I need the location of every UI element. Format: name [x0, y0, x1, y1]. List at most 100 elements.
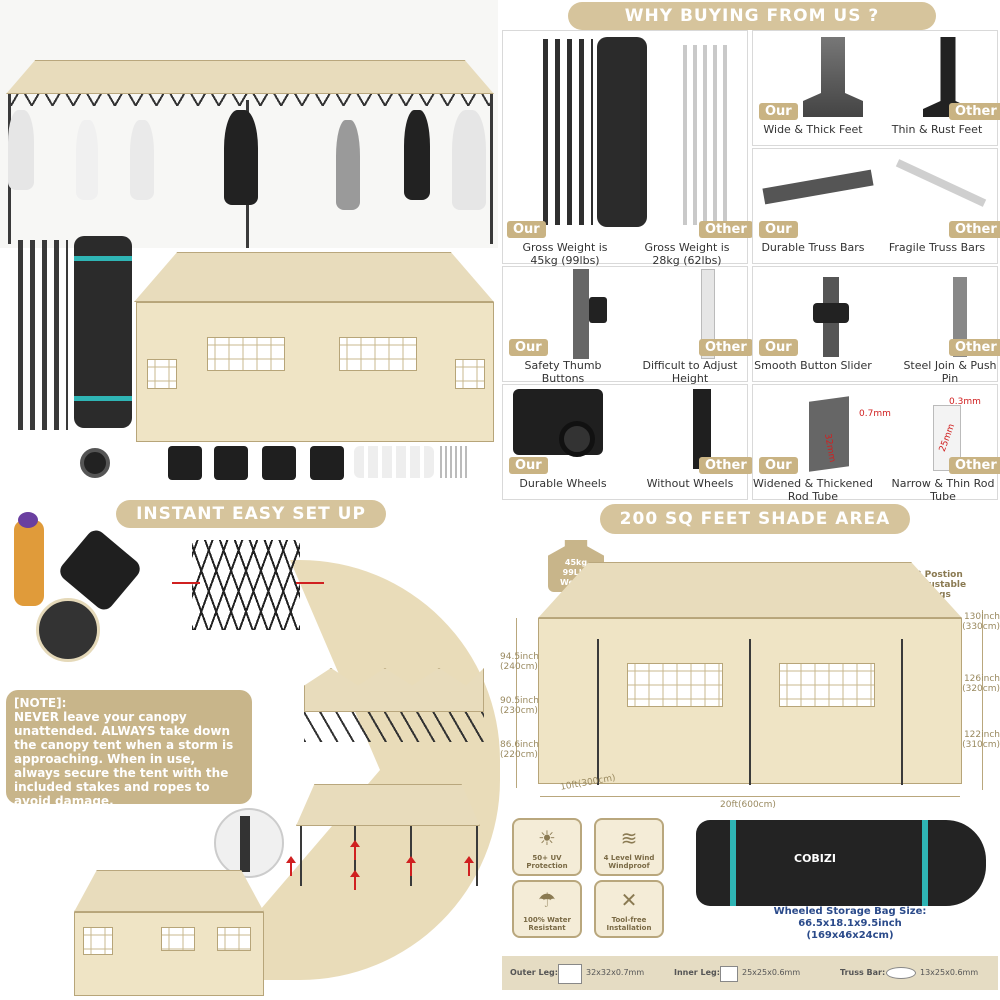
person-hanging [336, 120, 360, 210]
dim-tent-roof [538, 562, 962, 618]
height-label: 94.5inch (240cm) [500, 652, 539, 672]
kit-panel [0, 236, 498, 490]
wind-badge: ≋ 4 Level Wind Windproof [594, 818, 664, 876]
up-arrow [464, 856, 474, 876]
caption-right: Gross Weight is 28kg (62lbs) [644, 241, 730, 267]
bag-size-cm: (169x46x24cm) [806, 930, 894, 941]
sandbag [214, 446, 248, 480]
tool-badge: ✕ Tool-free Installation [594, 880, 664, 938]
inner-leg-square [720, 966, 738, 982]
caption-right: Difficult to Adjust Height [642, 359, 738, 385]
raindrop-icon: ☂ [538, 888, 556, 912]
compare-cell-slider: Our Other Smooth Button Slider Steel Joi… [752, 266, 1000, 385]
tag-our: Our [759, 457, 798, 474]
hero-panel [0, 0, 498, 248]
note-title: [NOTE]: [14, 696, 67, 710]
tag-other: Other [949, 457, 1000, 474]
why-buy-banner: WHY BUYING FROM US ? [568, 2, 936, 30]
tent-window [779, 663, 875, 707]
tag-other: Other [699, 457, 753, 474]
thumb-button-image [573, 269, 589, 359]
height-label: 126inch (320cm) [962, 674, 1000, 694]
up-arrow [406, 856, 416, 876]
canopy-leg [476, 826, 478, 886]
tag-our: Our [759, 339, 798, 356]
tag-our: Our [507, 221, 546, 238]
sandbag [310, 446, 344, 480]
tent-window [207, 337, 285, 371]
person-hanging [8, 110, 34, 190]
caption-left: Durable Wheels [519, 477, 607, 490]
spec-outer-label: Outer Leg: [510, 968, 558, 977]
tent-window [83, 927, 113, 955]
tent-window [217, 927, 251, 951]
caption-right: Fragile Truss Bars [888, 241, 986, 254]
tent-walls [136, 302, 494, 442]
truss-dark-image [762, 169, 874, 205]
shade-area-banner: 200 SQ FEET SHADE AREA [600, 504, 910, 534]
finished-tent-walls [74, 912, 264, 996]
canopy-leg [490, 94, 493, 244]
bag-brand-logo: COBIZI [794, 852, 836, 865]
height-label: 86.6inch (220cm) [500, 740, 539, 760]
frame-dark [543, 39, 593, 225]
red-arrow-left [172, 582, 200, 584]
tag-other: Other [949, 103, 1000, 120]
sandbag [168, 446, 202, 480]
person-hanging [76, 120, 98, 200]
person-hanging [452, 110, 486, 210]
tag-our: Our [509, 457, 548, 474]
rod-wall-label: 0.3mm [949, 397, 981, 407]
canopy-leg [300, 826, 302, 886]
caption-right: Steel Join & Push Pin [903, 359, 997, 385]
up-arrow [286, 856, 296, 876]
open-canopy [296, 784, 480, 826]
half-open-frame [304, 712, 484, 742]
caption-left: Gross Weight is 45kg (99lbs) [522, 241, 608, 267]
truss-oval [886, 967, 916, 979]
compare-cell-feet: Our Other Wide & Thick Feet Thin & Rust … [752, 30, 1000, 146]
spec-bar: Outer Leg: 32x32x0.7mm Inner Leg: 25x25x… [502, 956, 998, 990]
person-hanging [224, 110, 258, 205]
rod-wall-label: 0.7mm [859, 409, 891, 419]
tag-other: Other [949, 339, 1000, 356]
tent-window [339, 337, 417, 371]
tent-window [161, 927, 195, 951]
folded-frame [18, 240, 68, 430]
height-label: 90.5inch (230cm) [500, 696, 539, 716]
note-box: [NOTE]: NEVER leave your canopy unattend… [6, 690, 252, 808]
tag-our: Our [759, 221, 798, 238]
caption-left: Smooth Button Slider [754, 359, 872, 372]
wheel-icon [80, 448, 110, 478]
tent-window [147, 359, 177, 389]
tag-our: Our [509, 339, 548, 356]
dim-tent-wall [538, 618, 962, 785]
tag-other: Other [949, 221, 1000, 238]
bag-size-title: Wheeled Storage Bag Size: [773, 906, 927, 917]
setup-banner: INSTANT EASY SET UP [116, 500, 386, 528]
sun-icon: ☀ [538, 826, 556, 850]
person-hanging [404, 110, 430, 200]
canopy-roof [6, 60, 494, 94]
spec-inner-value: 25x25x0.6mm [742, 968, 801, 977]
height-label: 130inch (330cm) [962, 612, 1000, 632]
height-axis-left [516, 618, 517, 788]
sandbag [262, 446, 296, 480]
no-wheel-image [693, 389, 711, 469]
spec-outer-value: 32x32x0.7mm [586, 968, 645, 977]
outer-leg-square [558, 964, 582, 984]
caption-right: Without Wheels [646, 477, 734, 490]
caption-left: Durable Truss Bars [761, 241, 865, 254]
width-label: 20ft(600cm) [720, 800, 776, 810]
caption-right: Narrow & Thin Rod Tube [891, 477, 995, 503]
compare-cell-truss: Our Other Durable Truss Bars Fragile Tru… [752, 148, 1000, 264]
tag-other: Other [699, 339, 753, 356]
rope-bundles [354, 446, 434, 478]
height-axis-right [982, 610, 983, 790]
storage-bag [74, 236, 132, 428]
wind-icon: ≋ [620, 826, 638, 850]
wheel-closeup [36, 598, 100, 662]
tag-our: Our [759, 103, 798, 120]
truss-frame [10, 94, 490, 106]
tent-window [627, 663, 723, 707]
